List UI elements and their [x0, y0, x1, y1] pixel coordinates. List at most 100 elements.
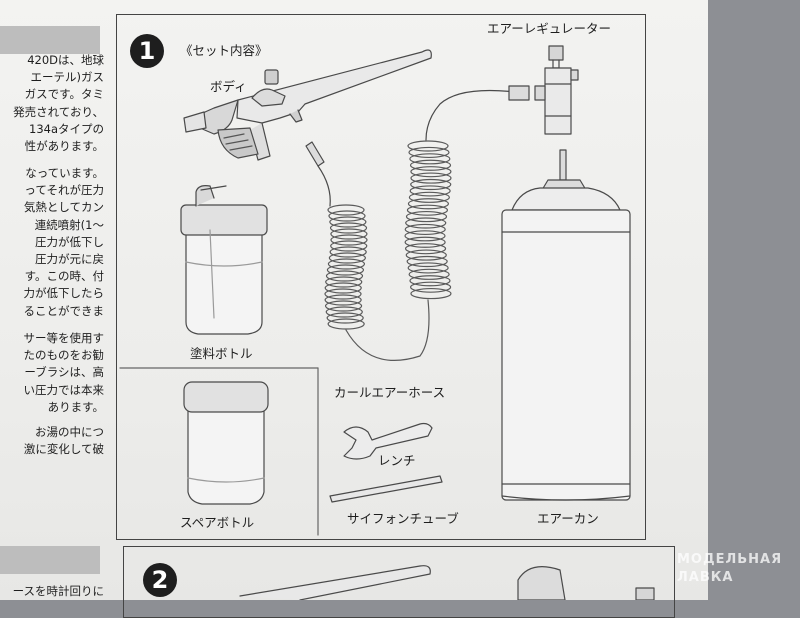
text-line: 圧力が元に戻: [35, 251, 104, 266]
siphon-tube-illustration: [329, 475, 443, 503]
set-contents-heading: 《セット内容》: [180, 43, 268, 58]
hose-coil-loop: [407, 198, 450, 210]
label-paint-bottle: 塗料ボトル: [190, 346, 253, 361]
hose-coil-loop: [405, 210, 448, 223]
hose-coil-loop: [408, 268, 450, 280]
illustrations: [119, 45, 655, 600]
airbrush-body-illustration: [183, 49, 432, 161]
text-line: 力が低下したら: [23, 286, 105, 301]
text-line: 420Dは、地球: [27, 53, 104, 67]
text-line: ースを時計回りに: [12, 584, 104, 598]
label-spare-bottle: スペアボトル: [180, 515, 255, 530]
hose-coil-loop: [410, 166, 452, 178]
hose-coil-loop: [410, 281, 452, 293]
hose-coil-loop: [405, 217, 447, 229]
hose-coil-loop: [407, 262, 449, 274]
text-line: す。この時、付: [24, 269, 104, 284]
hose-coil-loop: [330, 234, 368, 246]
text-line: サー等を使用す: [23, 331, 105, 345]
hose-bend: [345, 299, 430, 361]
instruction-sheet-photo: 420Dは、地球 エーテル)ガス ガスです。タミ 発売されており、 134aタイ…: [0, 0, 783, 618]
paragraph-pressure-info: なっています。 ってそれが圧力 気熱としてカン 連続噴射(1〜 圧力が低下し 圧…: [4, 165, 105, 320]
hose-coil-loop: [410, 172, 452, 184]
hose-coil-loop: [324, 282, 362, 294]
hose-coil-loop: [326, 264, 365, 276]
text-line: なっています。: [25, 166, 104, 180]
air-regulator-illustration: [534, 45, 579, 135]
label-air-can: エアーカン: [537, 511, 599, 526]
step-1-badge: 1: [130, 34, 164, 68]
text-line: い圧力では本来: [23, 382, 105, 397]
paragraph-hose-info: ースを時計回りに: [4, 583, 104, 600]
left-text-column: 420Dは、地球 エーテル)ガス ガスです。タミ 発売されており、 134aタイ…: [0, 0, 112, 600]
text-line: たのものをお勧: [23, 348, 105, 363]
text-line: 性があります。: [24, 138, 104, 153]
hose-coil-loop: [404, 230, 446, 242]
hose-coil-loop: [325, 276, 363, 288]
watermark-line-1: МОДЕЛЬНАЯ: [677, 552, 783, 567]
hose-coil-loop: [404, 223, 446, 236]
text-line: ってそれが圧力: [24, 183, 104, 198]
label-body: ボディ: [210, 79, 247, 94]
text-line: エーテル)ガス: [30, 70, 105, 85]
text-line: あります。: [47, 399, 104, 414]
text-line: 激に変化して破: [23, 442, 104, 457]
section-1-frame: [116, 14, 646, 540]
hose-coil-loop: [404, 243, 447, 255]
hose-coil-loop: [329, 222, 368, 234]
hose-coil-loop: [409, 275, 451, 287]
hose-coil-loop: [408, 191, 450, 203]
paragraph-gas-info: 420Dは、地球 エーテル)ガス ガスです。タミ 発売されており、 134aタイ…: [4, 52, 104, 155]
spare-bottle-illustration: [183, 381, 269, 505]
hose-coil-loop: [410, 178, 452, 191]
text-line: 連続噴射(1〜: [34, 217, 104, 232]
wrench-illustration: [343, 422, 433, 460]
label-siphon-tube: サイフォンチューブ: [347, 511, 459, 526]
hose-coil-loop: [404, 236, 446, 248]
hose-coil-loop: [324, 294, 362, 306]
hose-coil-loop: [409, 159, 452, 171]
hose-coil-loop: [327, 204, 365, 216]
label-air-regulator: エアーレギュレーター: [487, 21, 612, 36]
label-curl-air-hose: カールエアーホース: [334, 385, 446, 400]
hose-coil-loop: [405, 249, 447, 261]
text-line: 発売されており、: [13, 104, 104, 119]
hose-coil-loop: [329, 246, 367, 258]
hose-coil-loop: [328, 252, 366, 264]
hose-coil-loop: [410, 287, 452, 300]
hose-coil-loop: [324, 288, 362, 300]
hose-coil-loop: [325, 270, 364, 282]
paragraph-usage-info: サー等を使用す たのものをお勧 ーブラシは、高 い圧力では本来 あります。: [4, 330, 105, 416]
hose-coil-loop: [330, 240, 368, 252]
hose-coil-loop: [407, 140, 449, 152]
curl-air-hose-illustration: [305, 85, 530, 361]
hose-coil-loop: [409, 185, 451, 197]
hose-coil-loop: [328, 210, 366, 222]
hose-coil-loop: [327, 258, 366, 270]
text-line: ることができま: [23, 303, 105, 318]
hose-coil-loop: [330, 228, 368, 240]
text-line: ーブラシは、高: [24, 365, 104, 380]
hose-coil-loop: [327, 318, 365, 330]
text-line: ガスです。タミ: [24, 87, 104, 102]
section-2-illustration: [239, 565, 655, 600]
paint-bottle-illustration: [180, 185, 268, 335]
text-line: 気熱としてカン: [23, 200, 104, 215]
hose-coil-loop: [408, 146, 450, 159]
section-banner-bottom: [0, 546, 100, 574]
hose-coil-loop: [406, 204, 449, 216]
text-line: 圧力が低下し: [35, 234, 104, 249]
hose-coil-loop: [329, 216, 367, 228]
step-2-badge: 2: [143, 563, 177, 597]
label-wrench: レンチ: [378, 453, 416, 468]
hose-coil-loop: [406, 255, 448, 268]
watermark-line-2: ЛАВКА: [677, 570, 734, 585]
section-banner-top: [0, 26, 100, 54]
paragraph-hot-water-info: お湯の中につ 激に変化して破: [4, 424, 104, 458]
hose-coil-loop: [326, 312, 364, 324]
text-line: お湯の中につ: [35, 425, 104, 439]
air-can-illustration: [501, 149, 631, 501]
hose-coil-loop: [325, 306, 363, 318]
hose-coil-loop: [324, 300, 363, 312]
text-line: 134aタイプの: [29, 121, 104, 136]
